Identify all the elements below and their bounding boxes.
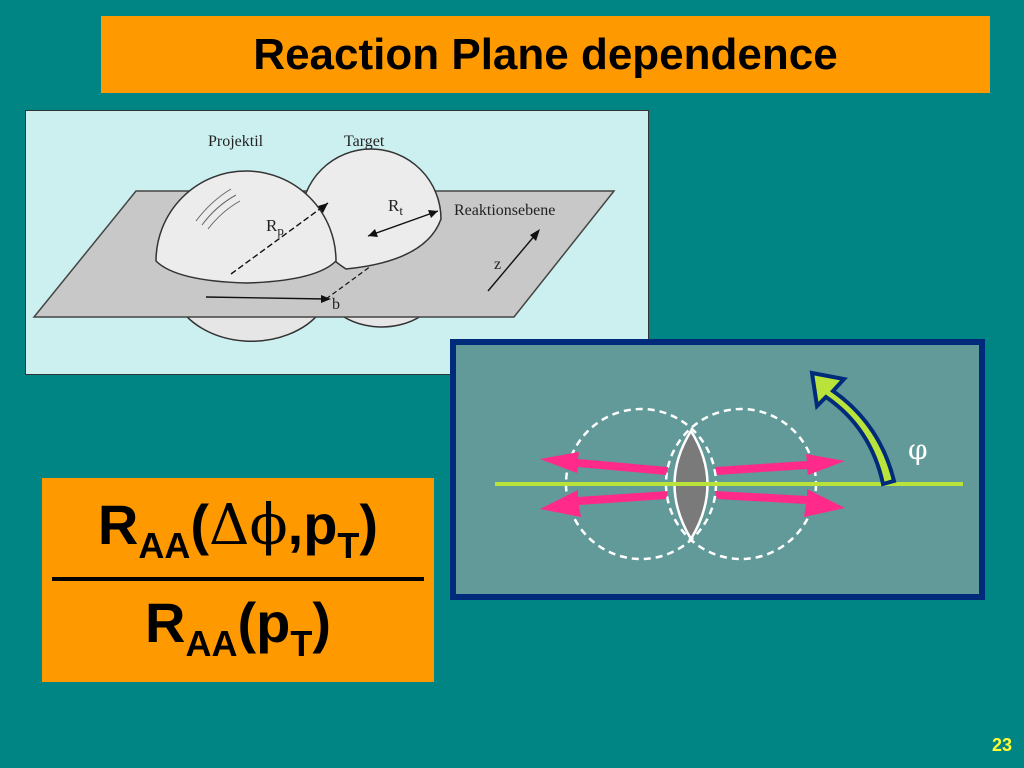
beam-axis-arrow <box>487 233 537 292</box>
impact-parameter-dashed <box>325 265 372 300</box>
beam-axis-label: z <box>494 256 501 273</box>
radius-projectile-arrowhead <box>318 203 328 213</box>
overlap-diagram-svg: φ <box>456 345 979 594</box>
formula-paren-close: ) <box>312 591 331 654</box>
title-box: Reaction Plane dependence <box>101 16 990 93</box>
formula-numerator: RAA(Δϕ,pT) <box>42 492 434 567</box>
formula-sub-aa: AA <box>138 525 191 566</box>
formula-box: RAA(Δϕ,pT) RAA(pT) <box>42 478 434 682</box>
page-number: 23 <box>991 735 1012 755</box>
formula-r: R <box>97 493 139 556</box>
radius-projectile-arrow <box>230 202 329 275</box>
formula-paren-open: ( <box>190 493 210 556</box>
formula-sub-aa: AA <box>185 623 238 664</box>
slide-title: Reaction Plane dependence <box>253 29 838 79</box>
radius-target-arrowhead-back <box>368 229 378 237</box>
formula-comma-p: ,p <box>287 493 338 556</box>
impact-parameter-label: b <box>332 296 340 313</box>
projectile-label: Projektil <box>208 133 264 150</box>
formula-r: R <box>145 591 186 654</box>
radius-target-arrow <box>367 210 439 237</box>
formula-delta: Δ <box>209 493 250 558</box>
radius-target-arrowhead <box>428 210 438 218</box>
beam-axis-arrowhead <box>530 229 540 241</box>
formula-phi: ϕ <box>249 493 288 558</box>
overlap-diagram: φ <box>450 339 985 600</box>
target-sphere <box>300 148 442 270</box>
collision-diagram: Projektil Target Reaktionsebene Rp Rt z … <box>25 110 649 375</box>
reaction-plane-label: Reaktionsebene <box>454 202 555 219</box>
formula-paren-close: ) <box>359 493 379 556</box>
formula-sub-t: T <box>337 525 360 566</box>
emission-arrow-lower-right <box>715 489 845 517</box>
radius-target-label: Rt <box>388 196 403 218</box>
highlight-arc <box>195 188 232 222</box>
rotation-arrow <box>809 370 897 487</box>
formula-open-p: (p <box>237 591 291 654</box>
formula-sub-t: T <box>290 623 313 664</box>
emission-arrow-upper-right <box>715 454 845 475</box>
highlight-arc <box>207 200 241 230</box>
highlight-arc <box>201 194 237 226</box>
radius-projectile-label: Rp <box>266 216 284 238</box>
phi-label: φ <box>908 433 928 466</box>
emission-arrow-lower-left <box>540 490 668 517</box>
emission-arrow-upper-left <box>540 452 668 475</box>
formula-denominator: RAA(pT) <box>42 590 434 665</box>
collision-diagram-svg: Projektil Target Reaktionsebene Rp Rt z … <box>32 133 616 342</box>
projectile-sphere <box>155 170 337 284</box>
target-label: Target <box>344 133 385 150</box>
impact-parameter-arrow <box>205 296 327 300</box>
emission-arrows <box>540 452 845 517</box>
fraction-bar <box>52 577 424 581</box>
